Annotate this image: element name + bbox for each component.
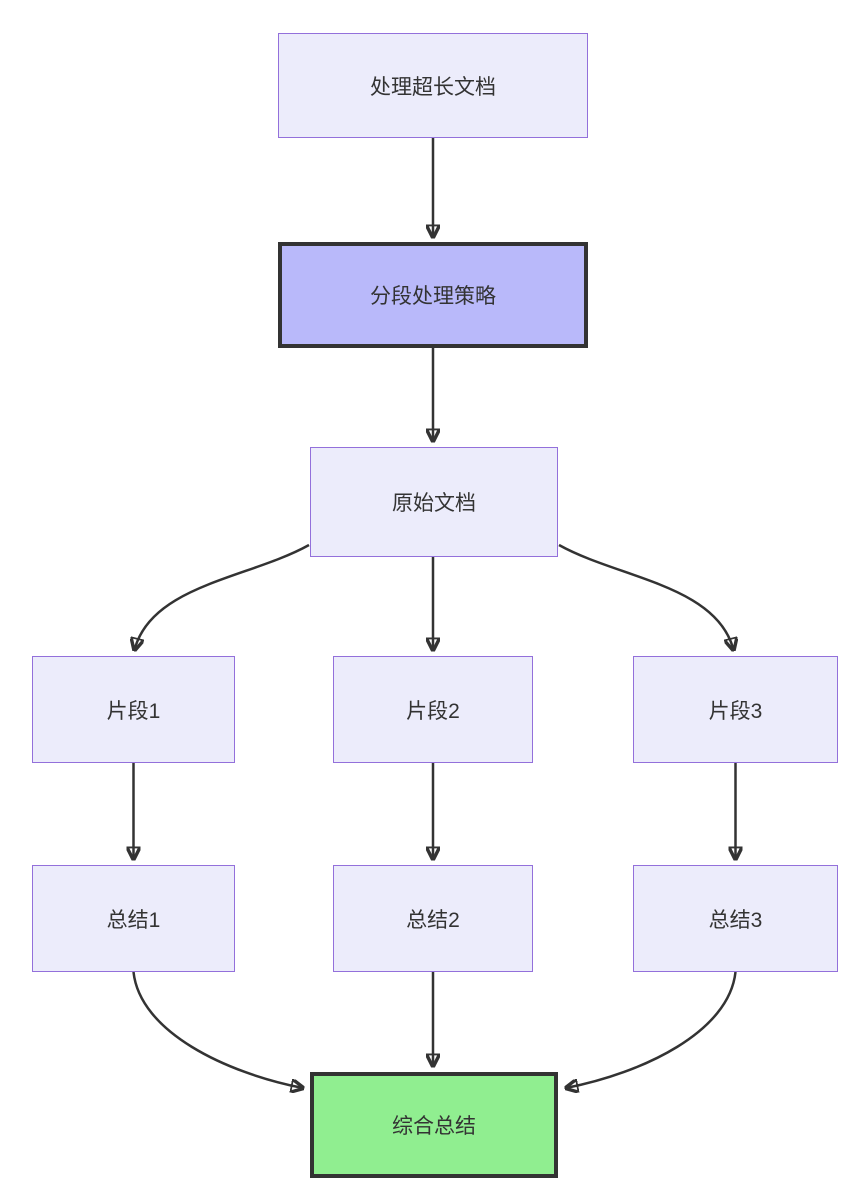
node-summary-1: 总结1 (32, 865, 235, 972)
edge-sum1-final (132, 971, 304, 1088)
node-fragment-1-label: 片段1 (106, 699, 161, 723)
node-summary-1-label: 总结1 (106, 908, 161, 932)
node-original: 原始文档 (310, 447, 558, 557)
node-final-label: 综合总结 (392, 1115, 476, 1138)
node-fragment-1: 片段1 (32, 656, 235, 763)
node-summary-2-label: 总结2 (406, 908, 460, 932)
node-summary-3-label: 总结3 (708, 908, 763, 932)
node-root: 处理超长文档 (278, 33, 588, 138)
node-summary-3: 总结3 (633, 865, 838, 972)
node-root-label: 处理超长文档 (370, 75, 496, 99)
node-fragment-2: 片段2 (333, 656, 533, 763)
edge-sum3-final (566, 971, 737, 1088)
edge-original-frag3 (558, 543, 734, 650)
node-strategy-label: 分段处理策略 (370, 285, 496, 308)
node-final: 综合总结 (310, 1072, 558, 1178)
node-strategy: 分段处理策略 (278, 242, 588, 348)
node-fragment-2-label: 片段2 (406, 699, 460, 723)
node-fragment-3-label: 片段3 (708, 699, 763, 723)
node-original-label: 原始文档 (392, 492, 476, 515)
node-summary-2: 总结2 (333, 865, 533, 972)
node-fragment-3: 片段3 (633, 656, 838, 763)
edge-original-frag1 (135, 543, 310, 650)
